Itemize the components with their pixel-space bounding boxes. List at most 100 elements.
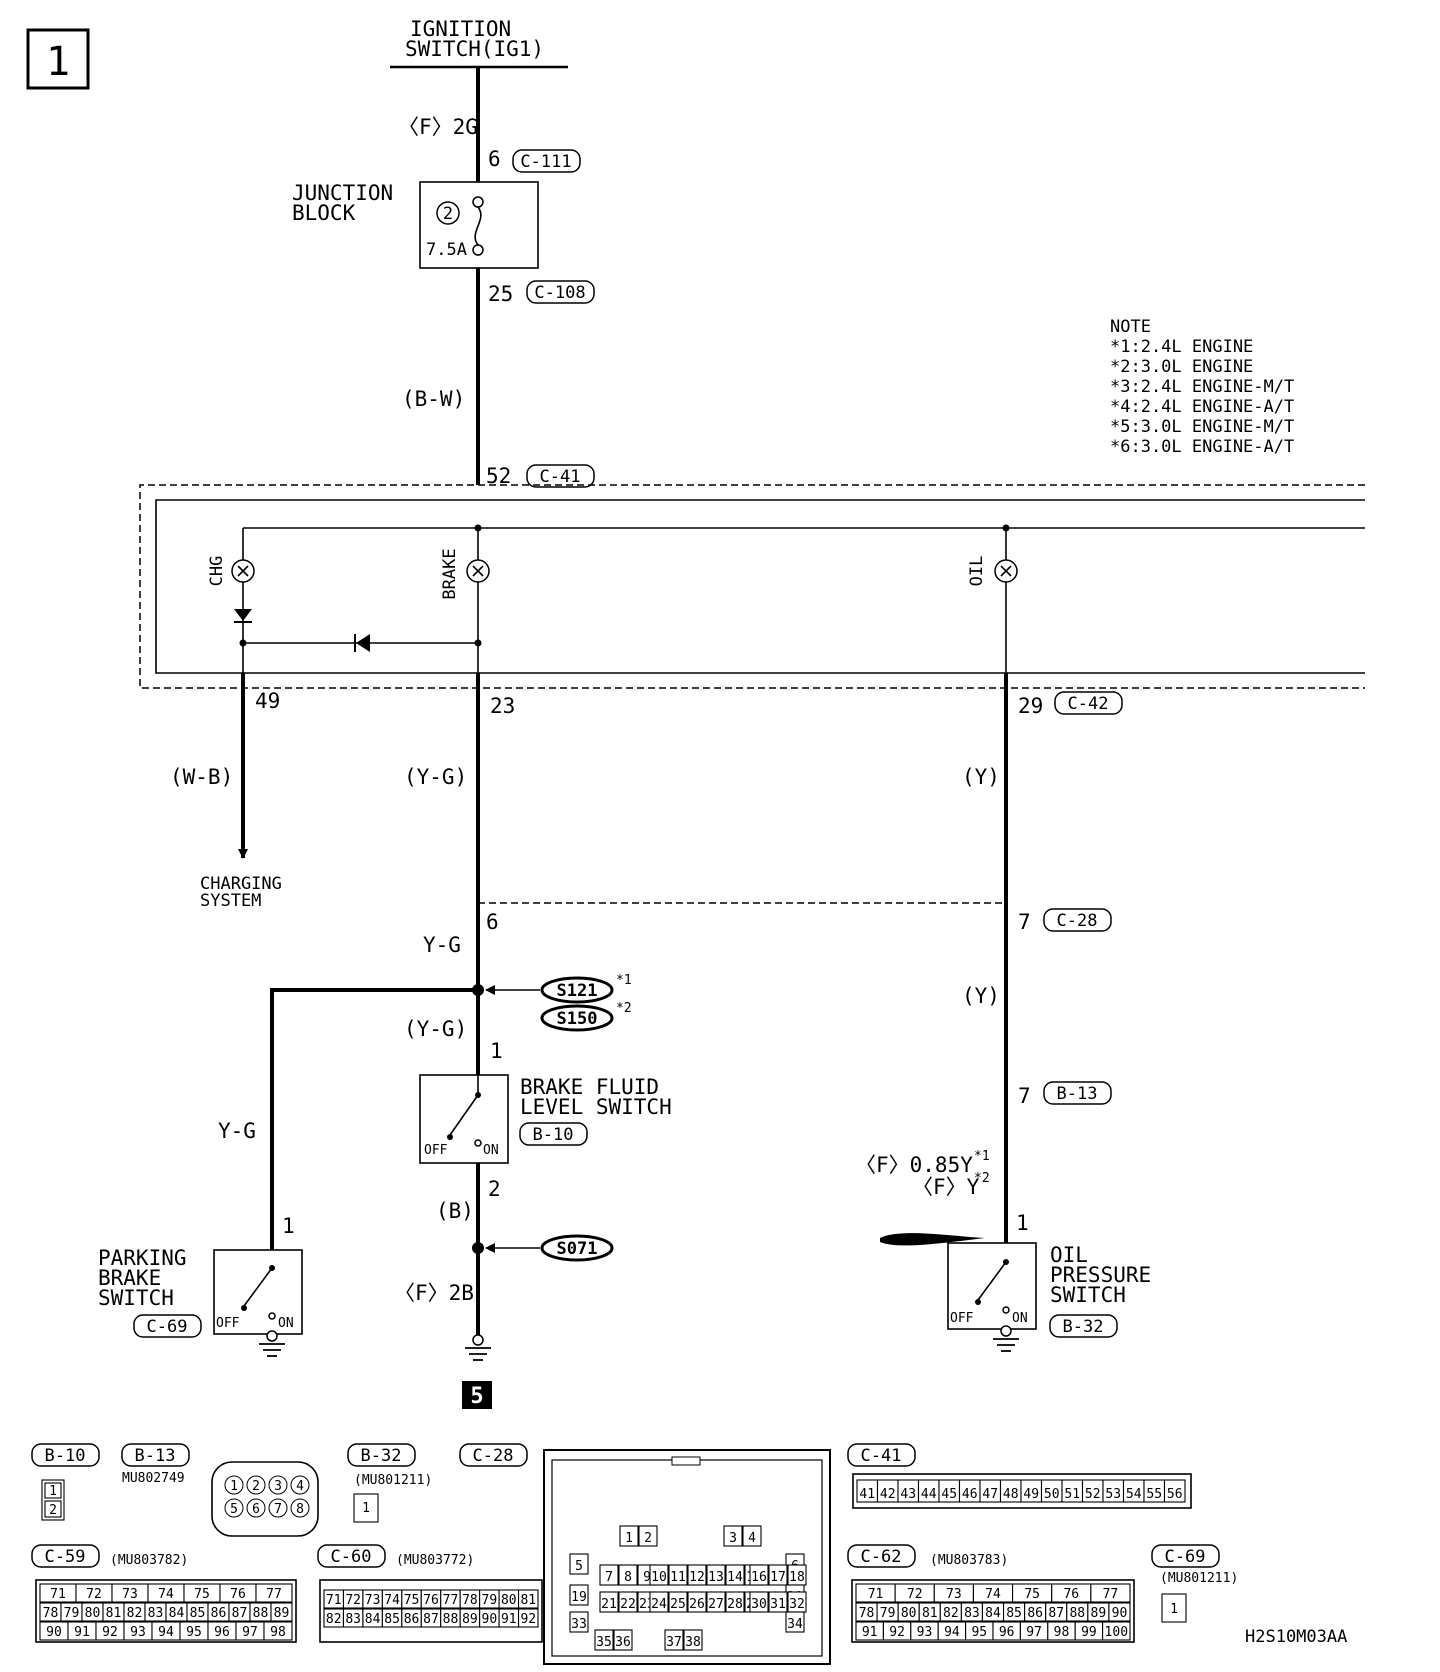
connector-pin: 91 — [498, 1608, 520, 1628]
svg-text:73: 73 — [365, 1593, 381, 1608]
svg-text:IGNITION: IGNITION — [410, 17, 511, 41]
connector-pin: 86 — [1024, 1602, 1047, 1622]
svg-text:6: 6 — [252, 1502, 260, 1517]
connector-pin: 88 — [249, 1602, 272, 1622]
connector-pin: 90 — [39, 1621, 69, 1641]
svg-text:94: 94 — [944, 1625, 960, 1640]
ignition-switch-label: IGNITION SWITCH(IG1) — [390, 17, 568, 69]
chg-indicator: CHG — [207, 528, 255, 673]
connector-pin: 77 — [440, 1589, 461, 1609]
connector-pin: 53 — [1102, 1479, 1125, 1503]
svg-text:82: 82 — [943, 1606, 959, 1621]
svg-text:80: 80 — [85, 1606, 101, 1621]
connector-pin: 77 — [255, 1583, 293, 1603]
svg-text:93: 93 — [917, 1625, 933, 1640]
svg-text:(MU803772): (MU803772) — [396, 1553, 474, 1568]
connector-pin: 80 — [81, 1602, 104, 1622]
connector-pin: 85 — [186, 1602, 209, 1622]
svg-text:OIL: OIL — [1050, 1243, 1088, 1267]
connector-pin: 49 — [1020, 1479, 1043, 1503]
svg-text:78: 78 — [859, 1606, 875, 1621]
splice-s121: S121 *1 — [540, 973, 632, 1004]
svg-text:83: 83 — [345, 1612, 361, 1627]
wire-parking-brake — [270, 988, 478, 1250]
wire-label-wb: (W-B) — [170, 765, 233, 789]
connector-pin: 95 — [965, 1621, 994, 1641]
wire-label-f2b: 〈F〉2B — [394, 1281, 474, 1305]
svg-text:LEVEL SWITCH: LEVEL SWITCH — [520, 1095, 672, 1119]
connector-pin: 51 — [1061, 1479, 1084, 1503]
svg-text:90: 90 — [46, 1625, 62, 1640]
connector-pin: 38 — [683, 1629, 703, 1651]
connector-pin: 72 — [75, 1583, 113, 1603]
pin-label: 7 — [1018, 1084, 1031, 1108]
wire-label-yg: (Y-G) — [404, 765, 467, 789]
svg-text:C-42: C-42 — [1068, 694, 1109, 714]
connector-pin: 7 — [599, 1564, 619, 1586]
svg-text:S150: S150 — [557, 1009, 598, 1029]
svg-text:71: 71 — [326, 1593, 342, 1608]
pin-label: 2 — [488, 1177, 501, 1201]
smudge — [880, 1233, 985, 1246]
svg-text:8: 8 — [624, 1570, 632, 1585]
pin-label: 23 — [490, 694, 515, 718]
svg-text:BRAKE: BRAKE — [440, 548, 460, 599]
svg-text:3: 3 — [729, 1531, 737, 1546]
splice-s071: S071 — [540, 1234, 614, 1262]
connector-pin: 87 — [420, 1608, 442, 1628]
connector-pin: 52 — [1081, 1479, 1104, 1503]
connector-pin: 96 — [207, 1621, 237, 1641]
svg-text:79: 79 — [482, 1593, 498, 1608]
svg-text:MU802749: MU802749 — [122, 1471, 185, 1486]
svg-text:77: 77 — [1103, 1587, 1119, 1602]
connector-pin: 81 — [918, 1602, 941, 1622]
svg-text:91: 91 — [74, 1625, 90, 1640]
svg-text:〈F〉Y: 〈F〉Y — [912, 1175, 980, 1199]
wire-label-y: (Y) — [962, 765, 1000, 789]
connector-pin: 41 — [856, 1479, 879, 1503]
wire-label-yg: (Y-G) — [404, 1017, 467, 1041]
connector-pin: 84 — [981, 1602, 1005, 1622]
svg-text:16: 16 — [751, 1570, 767, 1585]
connector-pin: 18 — [787, 1564, 807, 1586]
svg-text:13: 13 — [708, 1570, 724, 1585]
connector-pin: 14 — [725, 1564, 745, 1586]
legend-c28: 1234567891011121314151617181920212223242… — [543, 1449, 831, 1665]
svg-text:(MU803783): (MU803783) — [930, 1553, 1008, 1568]
brake-fluid-level-switch: OFF ON BRAKE FLUID LEVEL SWITCH — [419, 1074, 672, 1164]
pin-label: 7 — [1018, 910, 1031, 934]
connector-pin: 92 — [95, 1621, 125, 1641]
connector-pin: 16 — [749, 1564, 769, 1586]
svg-text:(MU801211): (MU801211) — [354, 1473, 432, 1488]
svg-text:72: 72 — [345, 1593, 361, 1608]
connector-pin: 3 — [723, 1525, 743, 1547]
svg-text:1: 1 — [1170, 1602, 1178, 1617]
connector-pin: 8 — [618, 1564, 638, 1586]
svg-text:CHG: CHG — [207, 556, 227, 587]
connector-pin: 21 — [599, 1591, 619, 1613]
svg-text:95: 95 — [186, 1625, 202, 1640]
svg-text:37: 37 — [666, 1635, 682, 1650]
connector-pin: 79 — [876, 1602, 899, 1622]
svg-text:21: 21 — [601, 1597, 617, 1612]
svg-text:B-32: B-32 — [361, 1446, 402, 1466]
wire-label-y: (Y) — [962, 984, 1000, 1008]
connector-pin: 37 — [664, 1629, 684, 1651]
legend-b10: B-10 1 2 — [31, 1443, 100, 1521]
svg-text:88: 88 — [443, 1612, 459, 1627]
svg-text:78: 78 — [462, 1593, 478, 1608]
svg-text:NOTE: NOTE — [1110, 317, 1151, 337]
connector-pin: 98 — [1047, 1621, 1076, 1641]
splice-point — [472, 1242, 484, 1254]
connector-pin: 17 — [768, 1564, 788, 1586]
svg-text:C-28: C-28 — [473, 1446, 514, 1466]
svg-text:47: 47 — [982, 1487, 998, 1502]
svg-text:11: 11 — [670, 1570, 686, 1585]
svg-text:OIL: OIL — [967, 556, 987, 587]
connector-pin: 43 — [897, 1479, 920, 1503]
svg-text:92: 92 — [889, 1625, 905, 1640]
wire-label-yg: Y-G — [218, 1119, 256, 1143]
connector-c111: C-111 — [512, 149, 581, 173]
connector-pin: 97 — [1019, 1621, 1049, 1641]
